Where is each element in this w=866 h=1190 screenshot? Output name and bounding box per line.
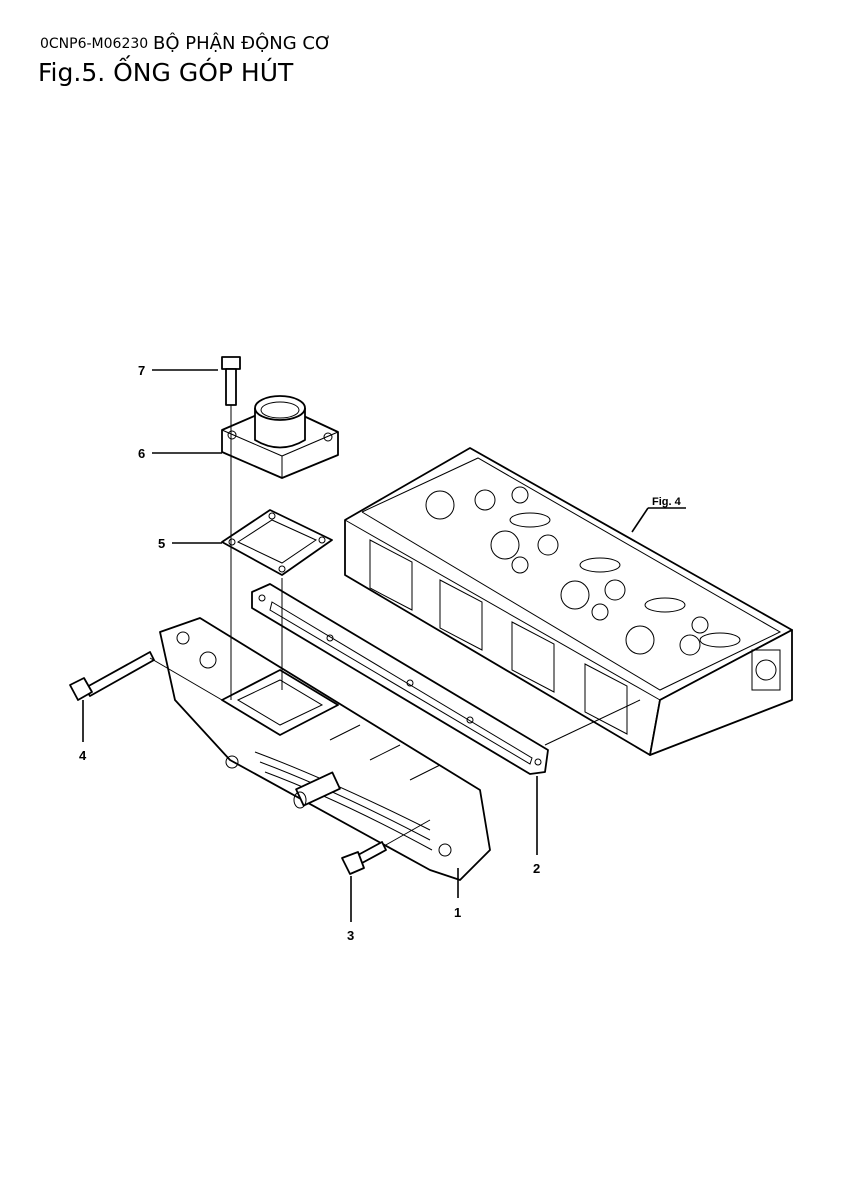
figure-reference: Fig. 4	[652, 496, 682, 508]
bolt-7	[221, 356, 241, 406]
callout-1: 1	[454, 905, 461, 920]
callout-4: 4	[79, 748, 87, 763]
intake-ports	[369, 539, 628, 735]
callout-7: 7	[138, 363, 145, 378]
intake-manifold	[159, 617, 491, 881]
inlet-cover	[221, 395, 339, 479]
manifold-gasket	[251, 583, 549, 775]
callout-6: 6	[138, 446, 145, 461]
valve-seats	[425, 486, 741, 656]
callout-2: 2	[533, 861, 540, 876]
callout-3: 3	[347, 928, 354, 943]
document-code: 0CNP6-M06230	[40, 36, 149, 52]
callout-5: 5	[158, 536, 165, 551]
figure-title: Fig.5. ỐNG GÓP HÚT	[38, 58, 294, 87]
section-title: BỘ PHẬN ĐỘNG CƠ	[153, 33, 332, 54]
bolt-4	[69, 651, 155, 701]
assembly-lines	[149, 405, 641, 847]
cylinder-head	[344, 447, 793, 756]
callouts: 7 6 5 4 3 1 2 Fig. 4	[79, 363, 686, 943]
bolt-3	[341, 841, 387, 875]
cover-gasket	[221, 509, 333, 576]
